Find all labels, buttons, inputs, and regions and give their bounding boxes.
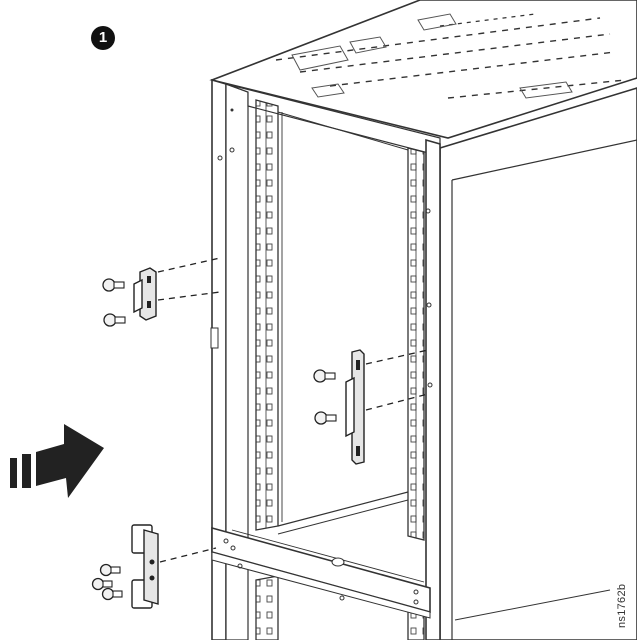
figure-code-label: ns1762b [616, 583, 628, 628]
middle-rear-bracket [345, 349, 365, 465]
lower-hinge-bracket [131, 524, 159, 609]
rack-side-panel [439, 87, 637, 640]
bracket-screw-middle-1 [313, 369, 336, 383]
upper-bracket-guide-lines [157, 257, 221, 301]
bracket-screw-lower-1 [99, 563, 121, 577]
direction-arrow-icon [10, 424, 104, 498]
bracket-screw-lower-3 [101, 587, 123, 601]
front-mounting-rail [255, 99, 279, 640]
rack-interior [277, 111, 409, 535]
bracket-screw-upper-1 [102, 278, 125, 292]
bracket-screw-upper-2 [103, 313, 126, 327]
upper-front-bracket [133, 267, 157, 321]
lower-bracket-guide-lines [159, 547, 217, 563]
rear-mounting-rail [407, 147, 425, 640]
bracket-screw-middle-2 [314, 411, 337, 425]
bottom-cross-member [211, 526, 431, 619]
rack-front-frame [210, 78, 441, 640]
step-number-badge: 1 [91, 26, 115, 50]
bracket-screw-lower-2 [91, 577, 113, 591]
